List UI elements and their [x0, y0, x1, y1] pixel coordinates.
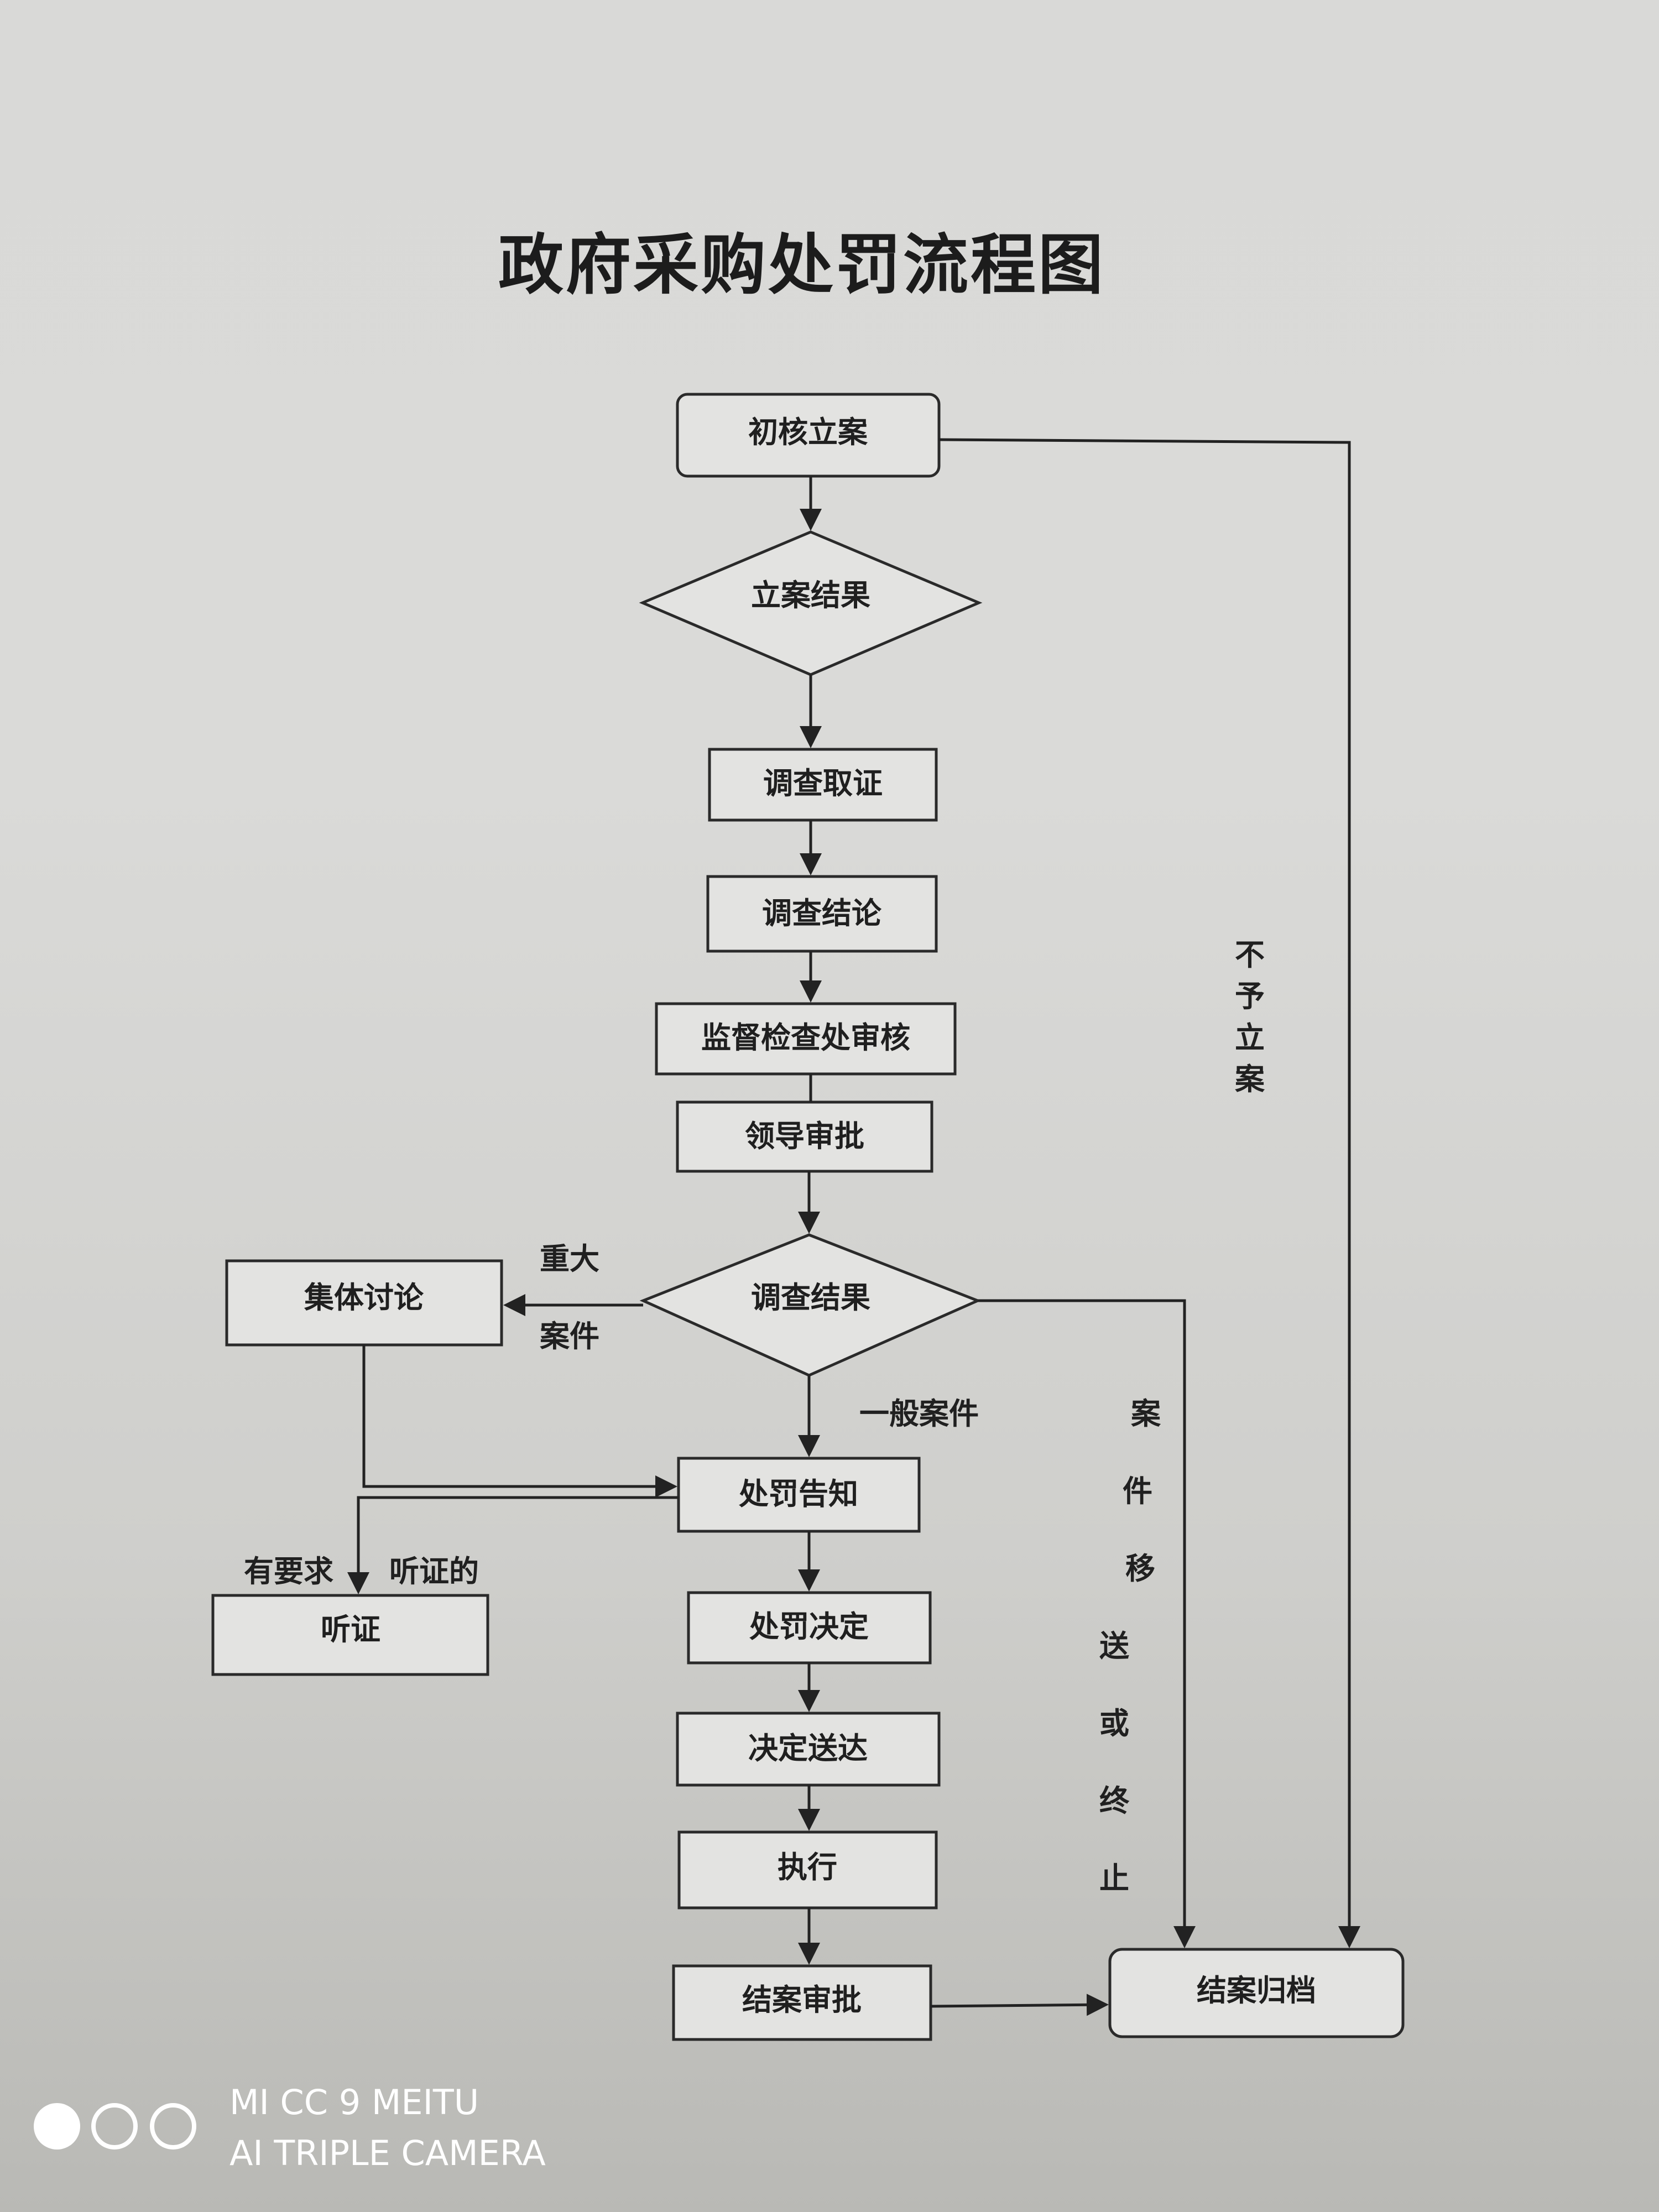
svg-text:调查结论: 调查结论 [762, 896, 882, 931]
svg-text:调查结果: 调查结果 [751, 1280, 870, 1315]
node-zhixing: 执行 [677, 1830, 938, 1910]
watermark-line2: AI TRIPLE CAMERA [229, 2133, 546, 2173]
node-jiti-taolun: 集体讨论 [225, 1259, 503, 1347]
svg-text:不: 不 [1235, 937, 1265, 972]
watermark-dot-filled-icon [34, 2103, 80, 2150]
page-title: 政府采购处罚流程图 [498, 227, 1105, 303]
node-diaocha-jieguo: 调查结果 [639, 1233, 982, 1377]
label-yiban-anjian: 一般案件 [859, 1396, 979, 1431]
svg-text:立案结果: 立案结果 [751, 578, 870, 613]
svg-text:终: 终 [1099, 1783, 1130, 1818]
node-lingdao-shenpi: 领导审批 [676, 1100, 933, 1173]
label-zhongda: 重大 [540, 1241, 599, 1276]
label-buyu-lian: 不 予 立 案 [1235, 937, 1265, 1097]
node-lian-jieguo: 立案结果 [639, 530, 983, 676]
node-chuhe-lian: 初核立案 [676, 393, 941, 478]
label-tingzheng-de: 听证的 [389, 1554, 479, 1589]
svg-text:领导审批: 领导审批 [745, 1119, 864, 1154]
svg-text:集体讨论: 集体讨论 [304, 1280, 424, 1315]
label-youyaoqiu: 有要求 [244, 1554, 333, 1589]
svg-text:调查取证: 调查取证 [763, 766, 883, 801]
node-diaocha-jielun: 调查结论 [706, 875, 938, 953]
svg-text:处罚决定: 处罚决定 [749, 1609, 869, 1644]
svg-text:案: 案 [1131, 1396, 1161, 1431]
svg-text:听证: 听证 [321, 1612, 380, 1647]
camera-watermark: MI CC 9 MEITU AI TRIPLE CAMERA [34, 2082, 546, 2173]
watermark-line1: MI CC 9 MEITU [229, 2082, 479, 2122]
node-jiean-guidang: 结案归档 [1108, 1948, 1405, 2038]
edges [347, 438, 1360, 2016]
node-diaocha-quzheng: 调查取证 [708, 748, 938, 822]
node-chufa-jueding: 处罚决定 [687, 1591, 932, 1665]
svg-text:案: 案 [1235, 1062, 1265, 1097]
svg-text:立: 立 [1235, 1020, 1265, 1055]
svg-text:止: 止 [1099, 1861, 1129, 1896]
svg-text:予: 予 [1235, 979, 1265, 1014]
node-jiean-shenpi: 结案审批 [672, 1964, 932, 2041]
svg-text:件: 件 [1123, 1474, 1152, 1509]
label-anjian: 案件 [540, 1319, 599, 1354]
svg-text:或: 或 [1099, 1706, 1129, 1741]
watermark-ring-icon [150, 2103, 196, 2150]
svg-text:处罚告知: 处罚告知 [739, 1477, 858, 1511]
node-jiandu-shenhe: 监督检查处审核 [655, 1002, 957, 1076]
svg-text:移: 移 [1125, 1551, 1155, 1586]
svg-text:结案审批: 结案审批 [742, 1983, 862, 2017]
svg-text:执行: 执行 [778, 1850, 837, 1885]
svg-text:初核立案: 初核立案 [748, 415, 868, 450]
svg-text:监督检查处审核: 监督检查处审核 [701, 1020, 910, 1055]
node-tingzheng: 听证 [211, 1594, 489, 1676]
node-jueding-songda: 决定送达 [676, 1712, 941, 1787]
svg-text:送: 送 [1099, 1629, 1129, 1663]
svg-text:结案归档: 结案归档 [1197, 1973, 1316, 2008]
watermark-ring-icon [91, 2103, 138, 2150]
node-chufa-gaozhi: 处罚告知 [677, 1457, 921, 1533]
label-yisong-zhongzhi: 案 件 移 送 或 终 止 [1099, 1396, 1161, 1896]
svg-text:决定送达: 决定送达 [748, 1731, 868, 1766]
